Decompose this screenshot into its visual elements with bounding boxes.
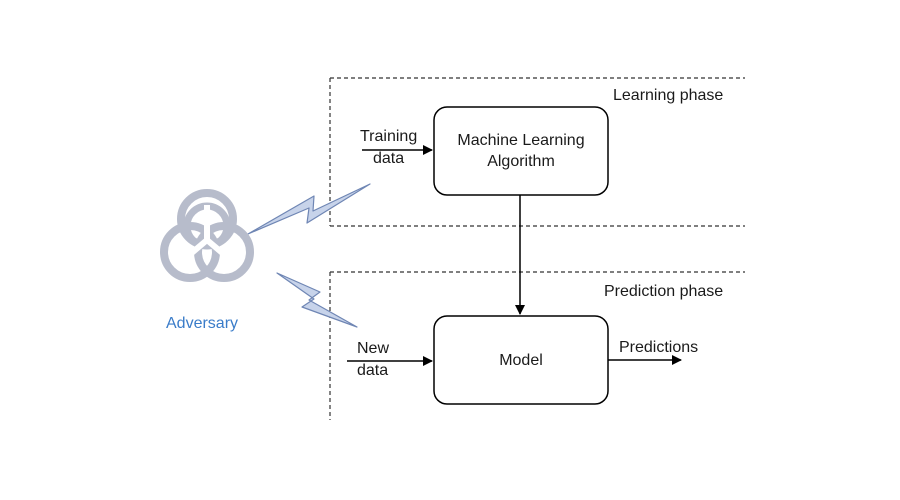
predictions-label: Predictions [619,339,699,356]
learning-phase-region [329,77,745,227]
algorithm-label: Machine Learning Algorithm [434,107,608,195]
model-label: Model [499,351,543,369]
algorithm-label-line2: Algorithm [487,153,555,170]
prediction-phase-label: Prediction phase [604,283,724,300]
new-data-label-line2: data [357,362,389,379]
training-data-label-line1: Training [360,128,418,145]
adversary-label: Adversary [166,315,239,332]
lightning-bolt-icon [247,183,371,235]
learning-phase-label: Learning phase [613,87,724,104]
biohazard-icon [160,189,254,282]
new-data-label-line1: New [357,340,390,357]
training-data-label-line2: data [373,150,405,167]
lightning-bolt-icon [276,272,358,328]
prediction-phase-region [329,271,745,420]
algorithm-label-line1: Machine Learning [457,132,585,149]
algorithm-box [433,106,609,196]
